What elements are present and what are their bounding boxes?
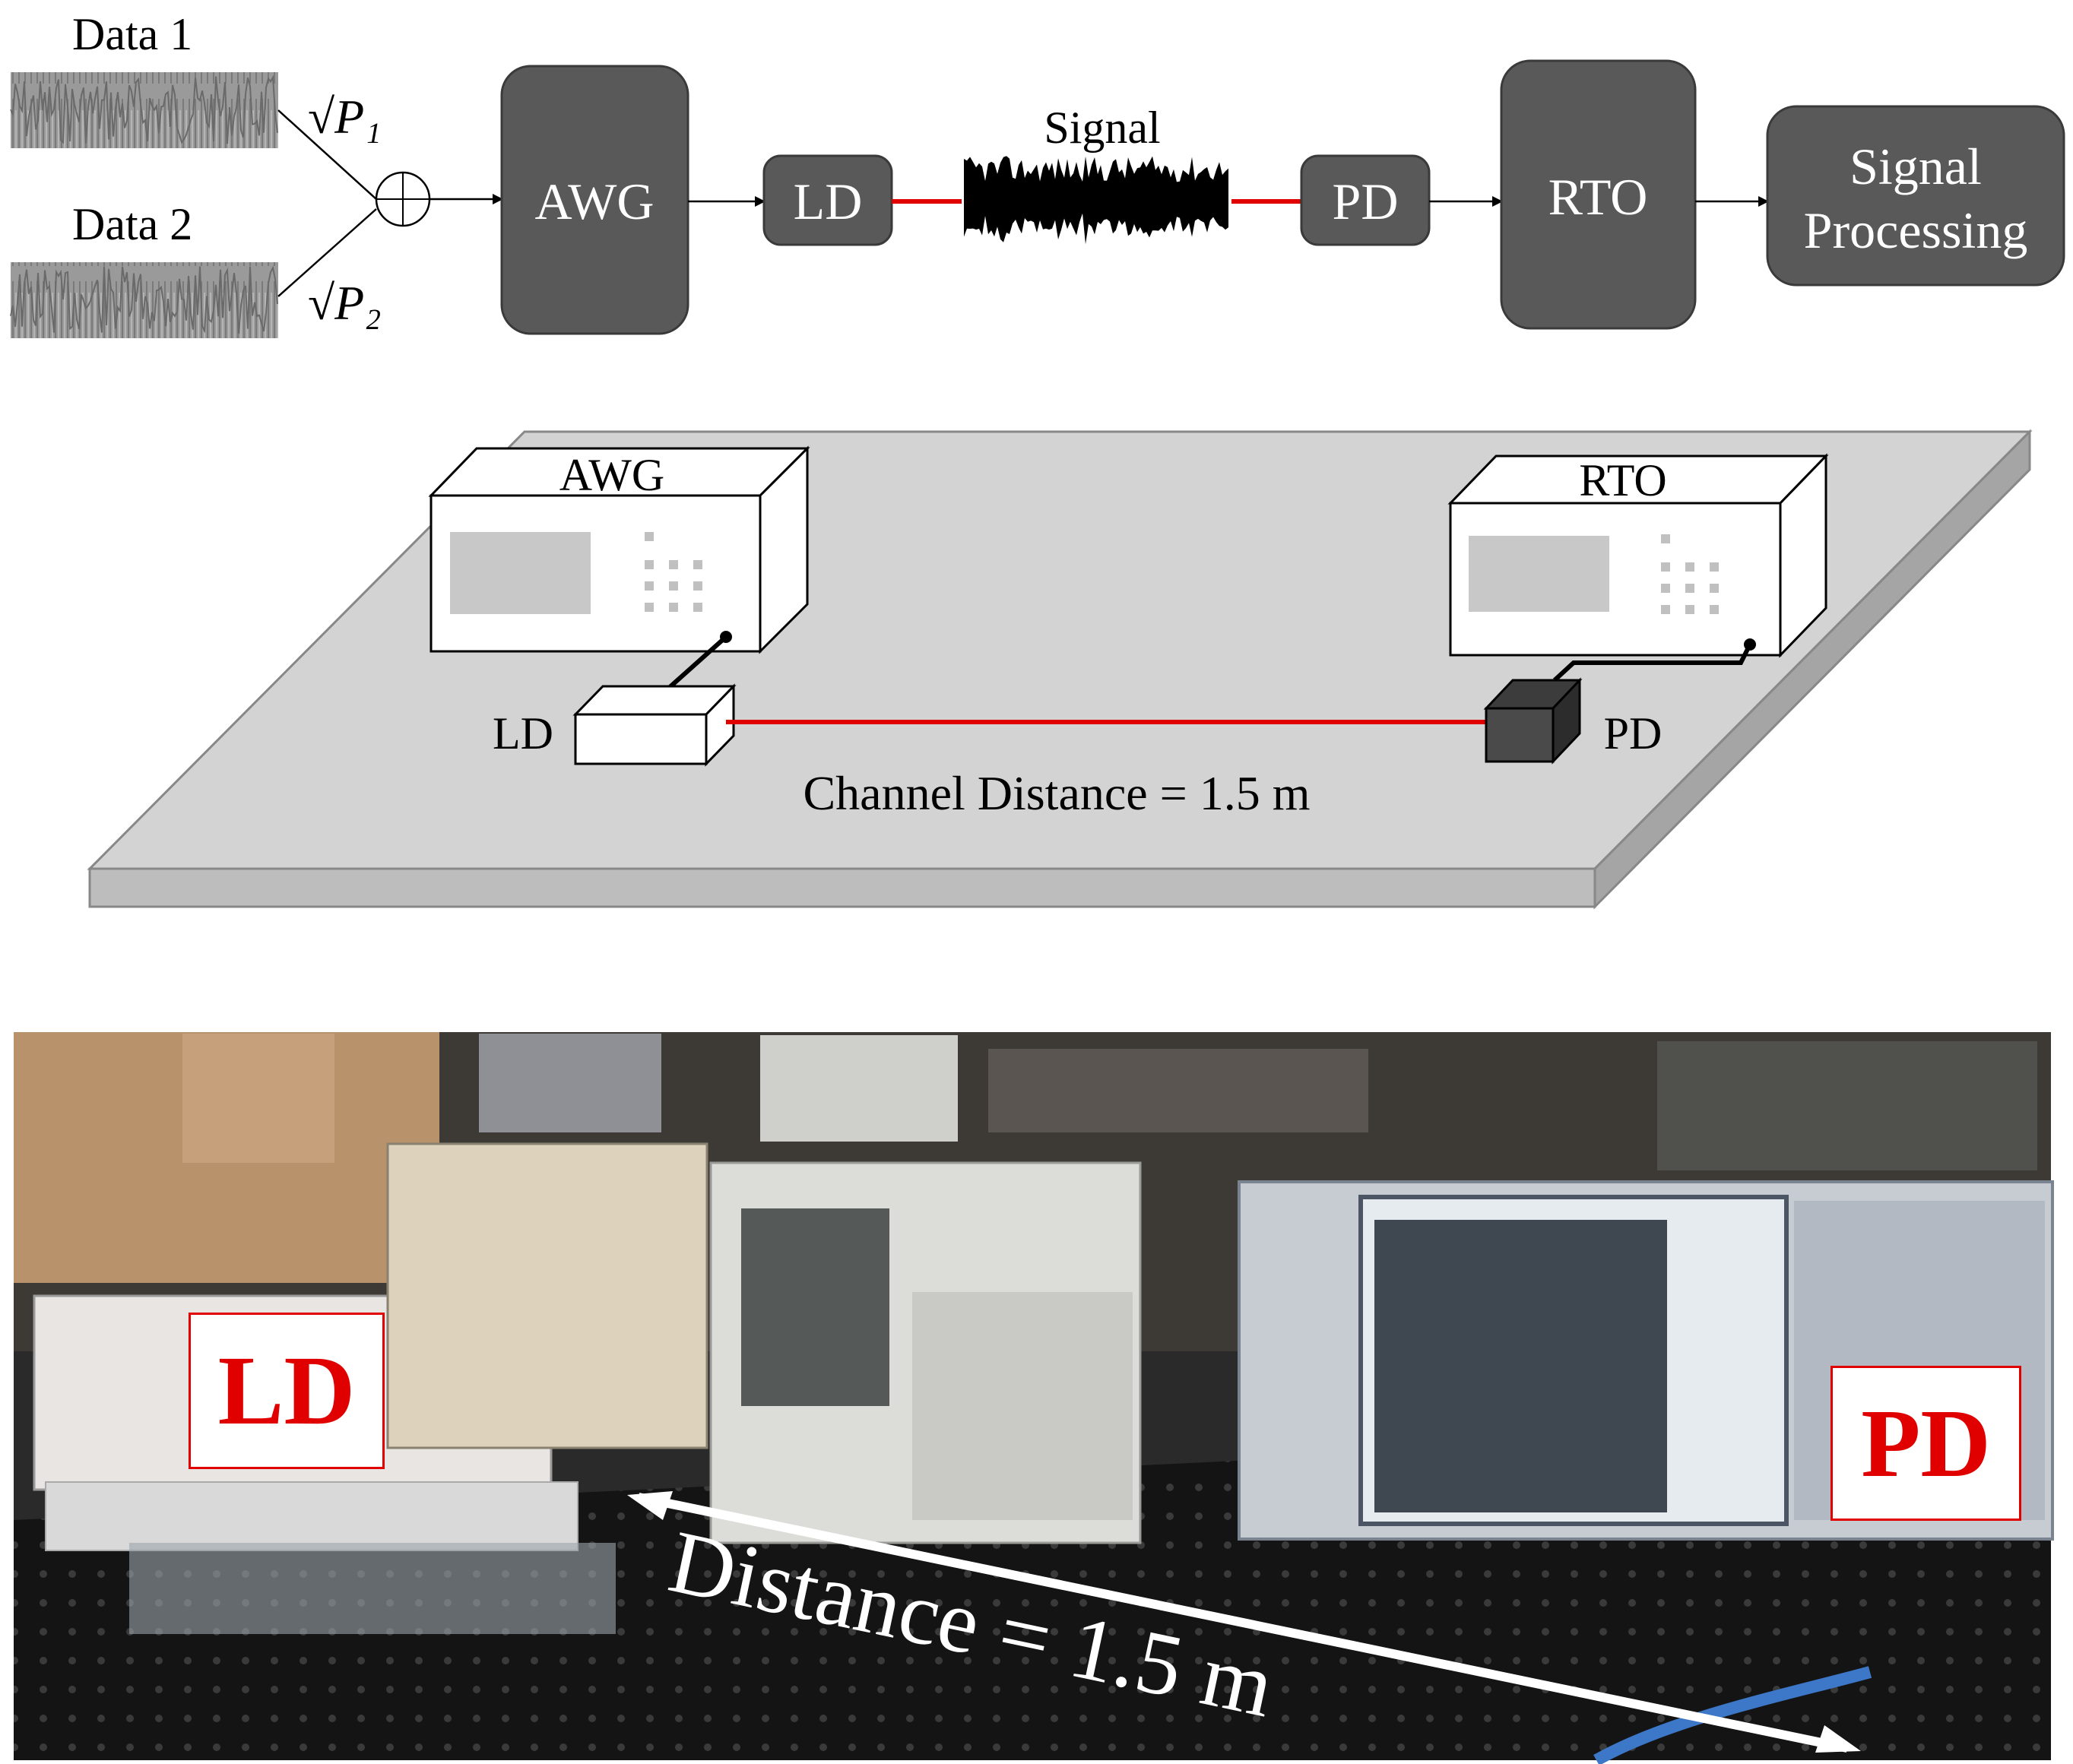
signal-waveform [964,156,1228,245]
p1-weight-label: √P₁ [308,90,381,144]
pd-block-label: PD [1333,173,1399,230]
data2-waveform [10,262,278,338]
rto-instrument [1447,453,1829,658]
photo-ld-label-text: LD [217,1336,356,1446]
pd-block [1300,154,1431,246]
pd-device-label: PD [1604,708,1663,758]
signal-processing-block [1766,105,2065,287]
data1-connector [277,109,377,200]
photo-pd-label: PD [1831,1366,2021,1521]
pd-device [1483,677,1583,765]
photo-ld-label: LD [189,1313,385,1469]
data1-label: Data 1 [72,9,192,59]
combiner-plus-icon [375,171,431,227]
awg-instrument-label: AWG [559,450,665,500]
p2-weight-label: √P₂ [308,276,381,330]
awg-block [500,65,689,335]
data1-waveform [10,72,278,148]
ld-device [572,683,737,767]
ld-block-label: LD [794,173,863,230]
ld-device-label: LD [493,708,553,758]
photo-pd-label-text: PD [1861,1389,1991,1497]
signal-processing-label-line2: Processing [1804,201,2028,259]
channel-distance-label: Channel Distance = 1.5 m [803,766,1310,820]
signal-processing-label-line1: Signal [1850,138,1982,195]
data2-label: Data 2 [72,199,192,249]
signal-label: Signal [1044,103,1160,153]
rto-block [1500,59,1697,330]
data2-connector [277,208,377,297]
rto-block-label: RTO [1548,168,1648,226]
rto-instrument-label: RTO [1579,455,1666,505]
awg-block-label: AWG [535,173,655,230]
distance-arrow [637,1493,1849,1753]
pd-rto-cable [1552,643,1752,682]
awg-instrument [428,445,810,654]
awg-ld-cable [667,635,727,690]
